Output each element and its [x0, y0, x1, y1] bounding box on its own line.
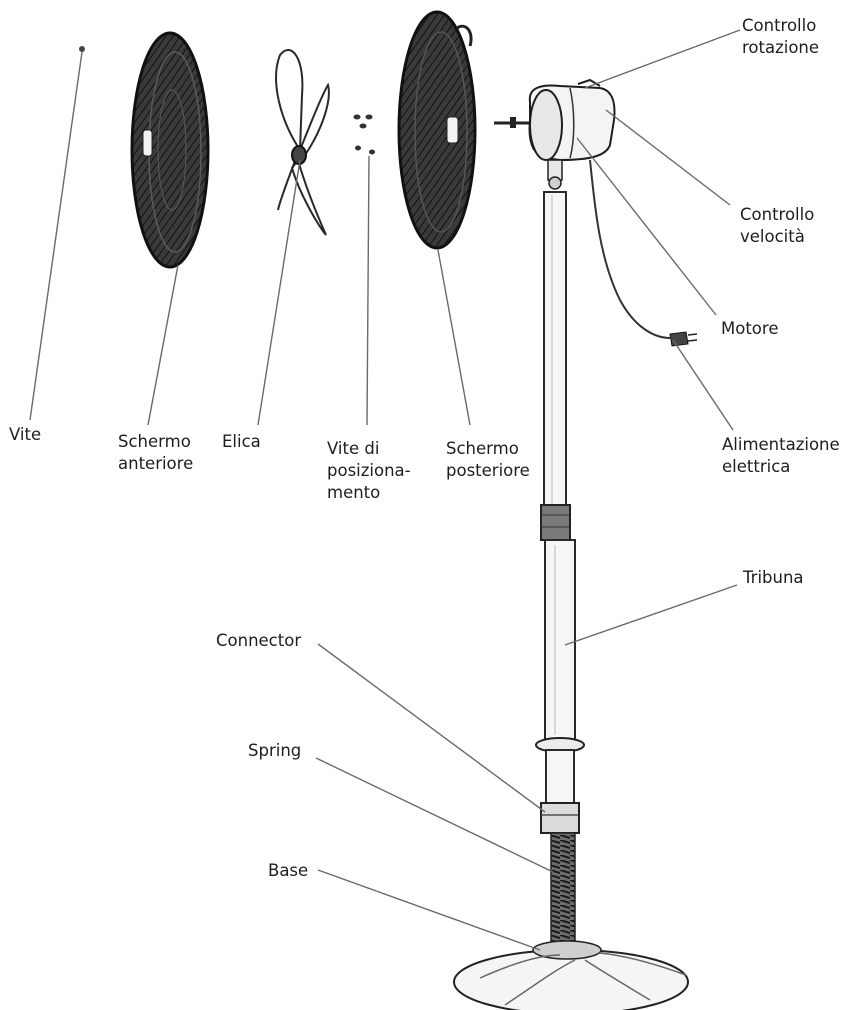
leader-connector	[317, 643, 546, 813]
leader-lines	[29, 29, 741, 951]
label-connector: Connector	[216, 630, 301, 652]
leader-tribuna	[564, 584, 738, 646]
blade-part	[275, 48, 330, 236]
label-alimentazione: Alimentazione elettrica	[722, 434, 840, 478]
label-vite-posizionamento: Vite di posiziona-mento	[327, 438, 411, 504]
front-grill-part	[130, 31, 210, 269]
label-vite-line-1: Vite	[9, 425, 42, 444]
label-controllo-velocita-line-1: Controllo	[740, 205, 815, 224]
leader-base	[317, 869, 541, 951]
label-vite-posizionamento-line-1: Vite di	[327, 439, 380, 458]
label-schermo-anteriore-line-2: anteriore	[118, 454, 194, 473]
label-schermo-anteriore-line-1: Schermo	[118, 432, 191, 451]
label-spring-line-1: Spring	[248, 741, 302, 760]
label-tribuna-line-1: Tribuna	[743, 568, 804, 587]
label-controllo-velocita: Controllo velocità	[740, 204, 814, 248]
leader-elica	[257, 159, 301, 426]
label-elica-line-1: Elica	[222, 432, 261, 451]
label-controllo-rotazione: Controllo rotazione	[742, 15, 819, 59]
leader-motore	[576, 137, 717, 316]
label-base-line-1: Base	[268, 861, 309, 880]
leader-schermo-anteriore	[147, 264, 179, 426]
label-vite: Vite	[9, 424, 41, 446]
label-schermo-posteriore: Schermo posteriore	[446, 438, 530, 482]
leader-vite	[29, 51, 83, 421]
motor-part	[494, 78, 698, 347]
leader-controllo-rotazione	[584, 29, 741, 89]
label-vite-posizionamento-line-2: posiziona-	[327, 461, 411, 480]
leader-spring	[315, 757, 554, 873]
label-tribuna: Tribuna	[743, 567, 804, 589]
leader-vite-posizionamento	[366, 155, 370, 426]
label-spring: Spring	[248, 740, 301, 762]
stand-pole-part	[535, 191, 585, 834]
label-vite-posizionamento-line-3: mento	[327, 483, 381, 502]
label-motore: Motore	[721, 318, 778, 340]
label-alimentazione-line-1: Alimentazione	[722, 435, 840, 454]
label-controllo-rotazione-line-1: Controllo	[742, 16, 817, 35]
base-part	[453, 940, 689, 1010]
label-controllo-rotazione-line-2: rotazione	[742, 38, 820, 57]
positioning-screws-part	[353, 114, 375, 155]
leader-controllo-velocita	[605, 109, 731, 206]
leader-alimentazione	[672, 339, 734, 431]
rear-grill-part	[397, 10, 477, 250]
screw-part	[79, 46, 85, 52]
leader-schermo-posteriore	[437, 249, 471, 426]
label-schermo-posteriore-line-1: Schermo	[446, 439, 519, 458]
label-controllo-velocita-line-2: velocità	[740, 227, 805, 246]
spring-part	[550, 832, 576, 944]
label-motore-line-1: Motore	[721, 319, 779, 338]
label-base: Base	[268, 860, 308, 882]
label-schermo-posteriore-line-2: posteriore	[446, 461, 530, 480]
label-elica: Elica	[222, 431, 261, 453]
label-schermo-anteriore: Schermo anteriore	[118, 431, 193, 475]
label-connector-line-1: Connector	[216, 631, 302, 650]
label-alimentazione-line-2: elettrica	[722, 457, 791, 476]
